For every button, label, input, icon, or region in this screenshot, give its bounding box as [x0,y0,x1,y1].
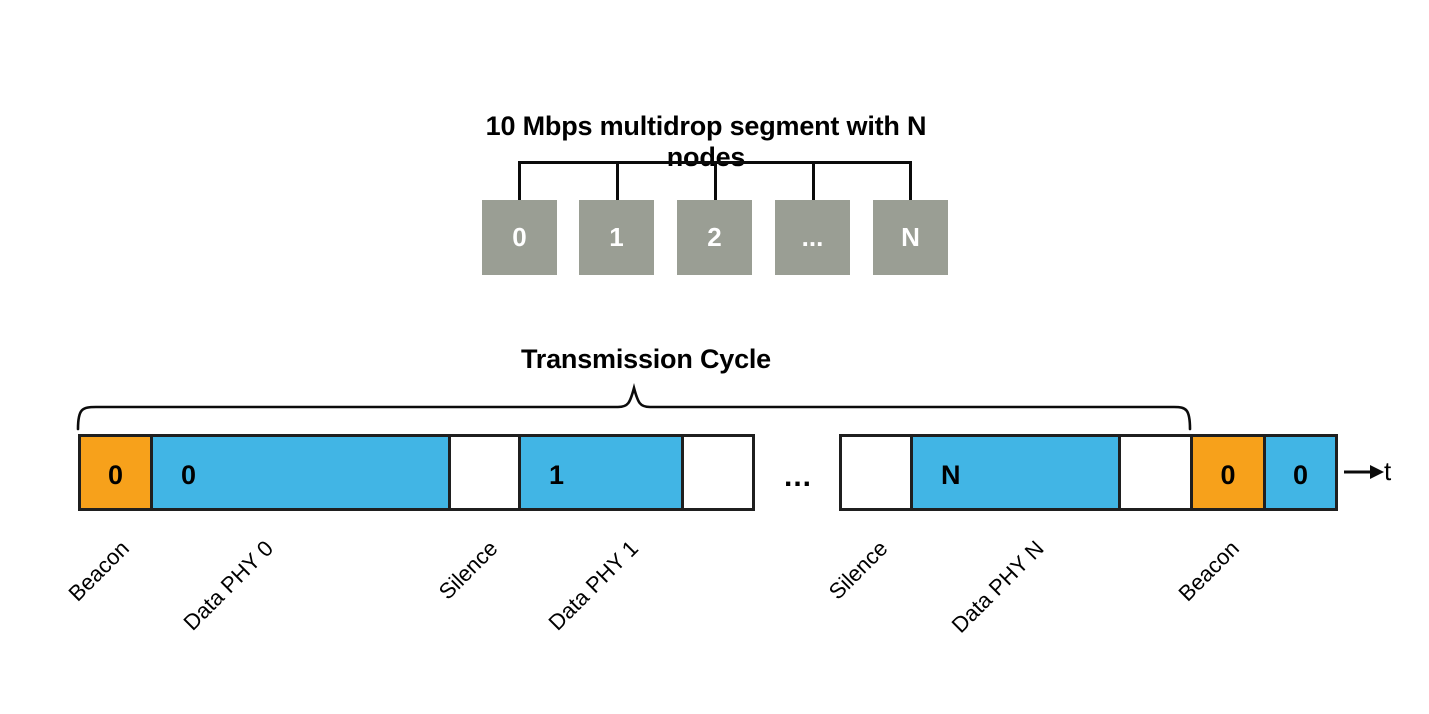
segment-value: 0 [1292,460,1309,490]
network-node-1: 1 [579,200,654,275]
node-label: 1 [609,222,624,252]
segment-value: 0 [181,460,197,490]
label-data-phy-1: Data PHY 1 [543,535,644,636]
node-label: N [901,222,920,252]
bus-drop-line [616,161,619,201]
network-node-2: 2 [677,200,752,275]
time-axis-arrow-icon [1344,465,1384,479]
segment-value: N [941,460,961,490]
bus-drop-line [518,161,521,201]
segment-beacon-0: 0 [81,437,150,508]
timeline-gap-ellipsis: ... [783,460,812,493]
segment-data-next: 0 [1263,437,1335,508]
bus-drop-line [909,161,912,201]
segment-silence [842,437,910,508]
bus-drop-line [714,161,717,201]
timeline-bar-left: 0 0 1 [78,434,755,511]
label-data-phy-0: Data PHY 0 [178,535,279,636]
segment-data-phy-0: 0 [150,437,448,508]
segment-silence [1118,437,1190,508]
segment-beacon-next: 0 [1190,437,1263,508]
network-node-ellipsis: ... [775,200,850,275]
transmission-cycle-title: Transmission Cycle [520,344,771,374]
node-label: 2 [707,222,722,252]
segment-value: 1 [549,460,565,490]
segment-data-phy-n: N [910,437,1118,508]
bus-drop-line [812,161,815,201]
segment-value: 0 [1220,460,1236,490]
label-silence-1: Silence [433,535,503,605]
segment-value: 0 [107,460,124,490]
node-label: ... [801,222,824,252]
node-label: 0 [512,222,527,252]
label-beacon-left: Beacon [63,535,135,607]
segment-data-phy-1: 1 [518,437,681,508]
network-title: 10 Mbps multidrop segment with N nodes [485,111,927,172]
cycle-brace [76,382,1192,431]
time-axis-label: t [1384,456,1392,486]
segment-silence [681,437,752,508]
label-silence-2: Silence [823,535,893,605]
segment-silence [448,437,518,508]
network-node-0: 0 [482,200,557,275]
label-beacon-right: Beacon [1173,535,1245,607]
network-node-n: N [873,200,948,275]
timeline-bar-right: N 0 0 [839,434,1338,511]
label-data-phy-n: Data PHY N [946,535,1049,638]
